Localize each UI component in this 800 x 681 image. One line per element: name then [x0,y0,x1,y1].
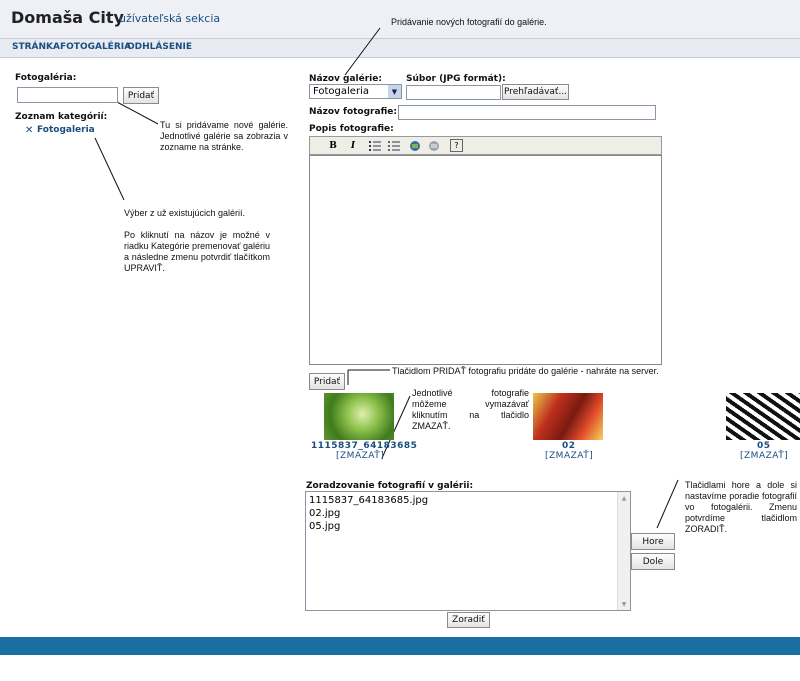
photo-desc-label: Popis fotografie: [309,124,394,134]
thumbnail-image-3[interactable] [726,393,800,440]
nav-bar: STRÁNKA FOTOGALÉRIA ODHLÁSENIE [0,38,800,58]
ordering-list-item[interactable]: 02.jpg [309,508,341,519]
nav-item-stranka[interactable]: STRÁNKA [12,42,60,52]
note-order: Tlačidlami hore a dole si nastavíme pora… [685,480,797,534]
thumbnail-name-2: 02 [562,441,576,451]
bold-button[interactable]: B [329,140,337,151]
note-select-gallery-1: Výber z už existujúcich galérií. [124,208,246,218]
ordering-list: 1115837_64183685.jpg 02.jpg 05.jpg [309,494,428,533]
note-select-gallery-2: Po kliknutí na názov je možné v riadku K… [124,230,270,273]
footer-bar [0,637,800,655]
gallery-label: Fotogaléria: [15,73,77,83]
nav-item-fotogaleria[interactable]: FOTOGALÉRIA [60,42,132,52]
add-gallery-button[interactable]: Pridať [123,87,159,104]
note-upload: Tlačidlom PRIDAŤ fotografiu pridáte do g… [392,366,659,376]
gallery-select-value: Fotogaleria [313,86,369,97]
file-path-input[interactable] [406,85,501,100]
photo-description-editor[interactable] [309,155,662,365]
move-up-button[interactable]: Hore [631,533,675,550]
italic-button[interactable]: I [350,140,356,151]
delete-photo-button-2[interactable]: [ZMAZAŤ] [545,451,594,461]
site-subtitle: užívateľská sekcia [119,12,221,25]
listbox-scrollbar[interactable]: ▲ ▼ [617,492,630,610]
browse-button[interactable]: Prehľadávať... [502,84,569,100]
thumbnail-name-1: 1115837_64183685 [311,441,418,451]
note-top: Pridávanie nových fotografií do galérie. [391,17,547,27]
help-icon[interactable]: ? [450,139,463,152]
categories-label: Zoznam kategórií: [15,112,108,122]
unordered-list-icon[interactable] [387,139,401,152]
gallery-name-input[interactable] [17,87,118,103]
photo-name-input[interactable] [398,105,656,120]
delete-photo-button-1[interactable]: [ZMAZAŤ] [336,451,385,461]
gallery-select[interactable]: Fotogaleria ▼ [309,84,402,99]
nav-item-odhlasenie[interactable]: ODHLÁSENIE [127,42,193,52]
scroll-down-icon[interactable]: ▼ [621,600,627,608]
editor-toolbar: B I ? [309,136,662,155]
note-delete: Jednotlivé fotografie môžeme vymazávať k… [412,388,529,431]
file-label: Súbor (JPG formát): [406,74,506,84]
site-title: Domaša City [11,8,124,27]
image-icon[interactable] [408,139,422,152]
ordering-listbox[interactable]: 1115837_64183685.jpg 02.jpg 05.jpg ▲ ▼ [305,491,631,611]
thumbnail-image-1[interactable] [324,393,394,440]
chevron-down-icon[interactable]: ▼ [388,85,401,98]
note-add-gallery: Tu si pridávame nové galérie. Jednotlivé… [160,120,288,152]
ordering-label: Zoradzovanie fotografií v galérii: [306,481,474,491]
thumbnail-image-2[interactable] [533,393,603,440]
ordering-list-item[interactable]: 05.jpg [309,521,341,532]
delete-photo-button-3[interactable]: [ZMAZAŤ] [740,451,789,461]
sort-button[interactable]: Zoradiť [447,612,490,628]
gallery-name-label: Názov galérie: [309,74,382,84]
thumbnail-name-3: 05 [757,441,771,451]
scroll-up-icon[interactable]: ▲ [621,494,627,502]
image-alt-icon[interactable] [427,139,441,152]
delete-category-icon[interactable]: ✕ [25,125,34,136]
photo-name-label: Názov fotografie: [309,107,397,117]
ordered-list-icon[interactable] [368,139,382,152]
header-bar [0,0,800,38]
ordering-list-item[interactable]: 1115837_64183685.jpg [309,495,429,506]
category-item-fotogaleria[interactable]: Fotogaleria [37,125,95,135]
add-photo-button[interactable]: Pridať [309,373,345,390]
move-down-button[interactable]: Dole [631,553,675,570]
